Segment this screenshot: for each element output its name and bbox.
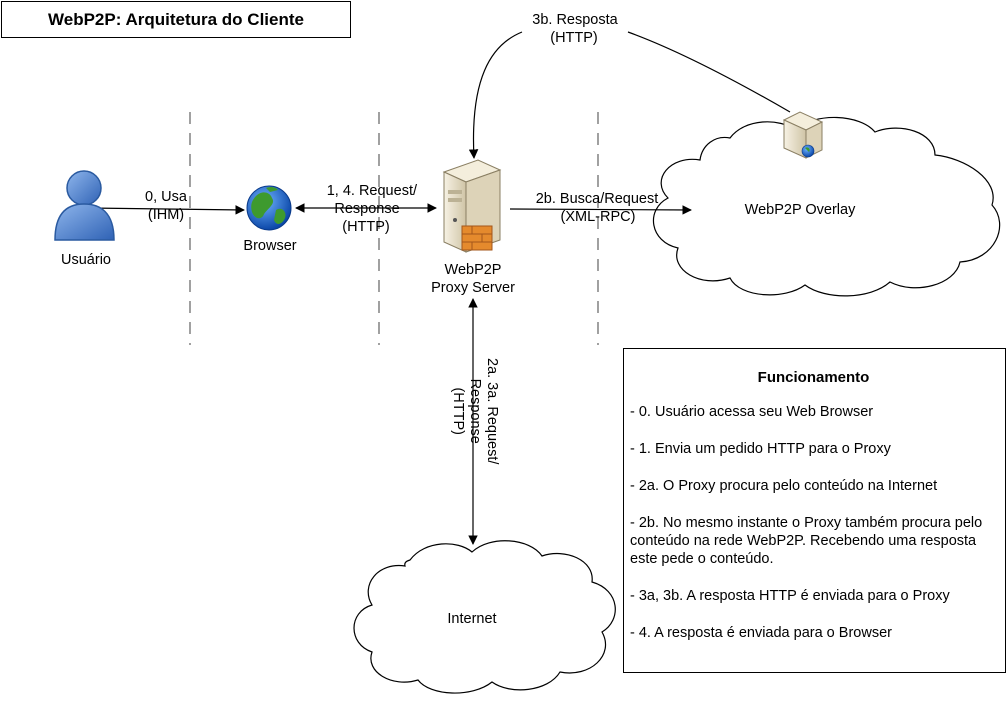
user-label: Usuário [61, 252, 111, 268]
edge-label-internet-request: 2a. 3a. Request/ Response (HTTP) [449, 358, 500, 464]
proxy-label-line2: Proxy Server [431, 280, 515, 296]
firewall-icon [461, 225, 493, 251]
edge-label-resposta-line2: (HTTP) [550, 30, 598, 46]
edge-proxy-overlay [509, 205, 692, 215]
edge-label-busca-line2: (XML-RPC) [560, 209, 636, 225]
overlay-label: WebP2P Overlay [744, 202, 856, 218]
edge-label-resposta-line1: 3b. Resposta [532, 12, 618, 28]
internet-cloud [353, 540, 616, 694]
funcionamento-item-3: - 2b. No mesmo instante o Proxy também p… [630, 515, 983, 567]
funcionamento-item-1: - 1. Envia um pedido HTTP para o Proxy [630, 441, 891, 457]
edge-label-internet-request-line2: Response [467, 378, 483, 444]
globe-icon [246, 185, 292, 231]
edge-label-usa-line1: 0, Usa [145, 189, 187, 205]
edge-label-request-line1: 1, 4. Request/ [326, 183, 417, 199]
overlay-server-icon [782, 111, 824, 159]
edge-label-request-line3: (HTTP) [342, 219, 390, 235]
funcionamento-panel: Funcionamento - 0. Usuário acessa seu We… [623, 348, 1006, 673]
edge-overlay-proxy-response [627, 31, 791, 113]
edge-user-browser [87, 205, 245, 215]
edge-response-to-proxy [468, 31, 523, 159]
edge-label-internet-request-line3: (HTTP) [450, 387, 466, 435]
proxy-server-icon [442, 159, 502, 253]
funcionamento-item-4: - 3a, 3b. A resposta HTTP é enviada para… [630, 588, 950, 604]
funcionamento-heading: Funcionamento [757, 369, 870, 386]
browser-label: Browser [243, 238, 297, 254]
edge-label-request-line2: Response [334, 201, 400, 217]
dashed-separators [189, 112, 599, 345]
funcionamento-item-0: - 0. Usuário acessa seu Web Browser [630, 404, 874, 420]
funcionamento-item-2: - 2a. O Proxy procura pelo conteúdo na I… [630, 478, 938, 494]
edge-label-usa-line2: (IHM) [147, 207, 185, 223]
edge-label-busca-line1: 2b. Busca/Request [535, 191, 659, 207]
diagram-title: WebP2P: Arquitetura do Cliente [1, 1, 351, 38]
proxy-label-line1: WebP2P [444, 262, 502, 278]
funcionamento-item-5: - 4. A resposta é enviada para o Browser [630, 625, 892, 641]
user-icon [54, 170, 115, 241]
internet-label: Internet [447, 611, 497, 627]
edge-label-internet-request-line1: 2a. 3a. Request/ [484, 358, 500, 465]
overlay-cloud [652, 116, 1001, 297]
